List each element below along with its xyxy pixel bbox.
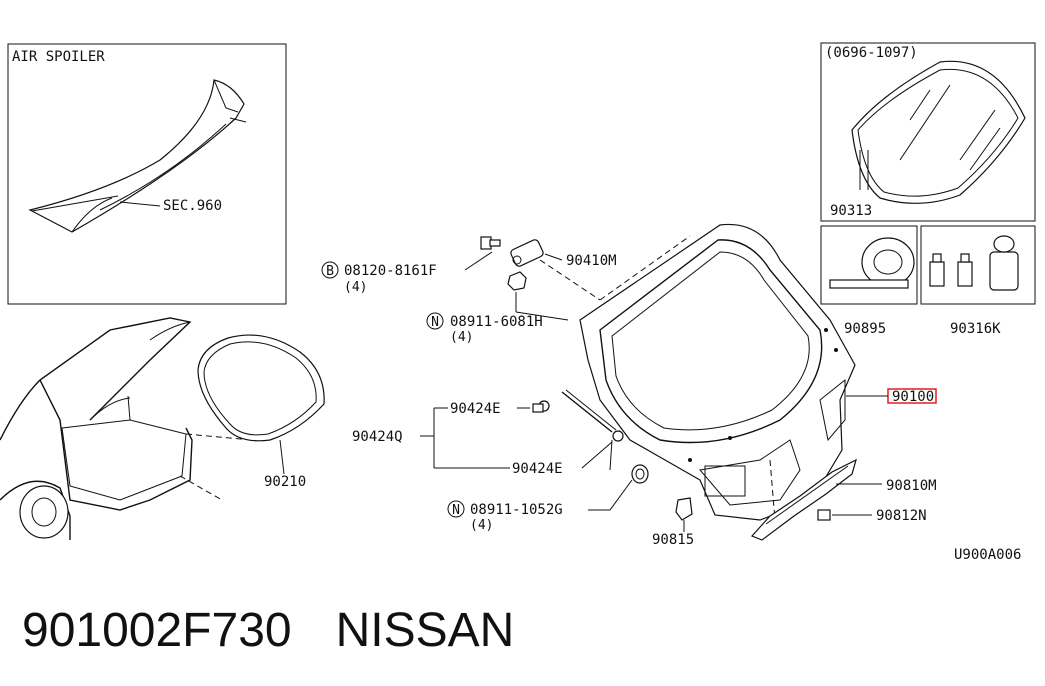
tape-inset: 90895 — [820, 225, 918, 337]
rear-glass-part — [851, 60, 1026, 204]
sealant-cartridge — [989, 251, 1019, 291]
bolt-b-qty: (4) — [344, 280, 367, 295]
p90210-label: 90210 — [264, 474, 306, 490]
back-door-panel — [579, 223, 856, 521]
air-spoiler-part — [28, 79, 247, 233]
primer-bottle-2 — [957, 261, 973, 287]
grommet-part — [631, 464, 649, 484]
finisher-90810m-part — [750, 458, 857, 541]
bolt-b-label: 08120-8161F — [344, 263, 437, 279]
p90100-label: 90100 — [892, 389, 934, 405]
tape-inset-frame — [820, 225, 918, 305]
p90895-label: 90895 — [844, 321, 886, 337]
p90316k-label: 90316K — [950, 321, 1001, 337]
p90410m-label: 90410M — [566, 253, 617, 269]
hinge-bolt-part — [480, 236, 501, 250]
brand-name: NISSAN — [335, 603, 515, 657]
nut-n1-qty: (4) — [450, 330, 473, 345]
air-spoiler-frame — [7, 43, 287, 305]
sealant-inset-frame — [920, 225, 1036, 305]
footer-caption: 901002F730 NISSAN — [22, 598, 514, 662]
air-spoiler-title: AIR SPOILER — [12, 49, 105, 65]
svg-text:N: N — [452, 503, 460, 518]
date-range-label: (0696-1097) — [825, 45, 918, 61]
air-spoiler-inset: AIR SPOILER SEC.960 — [7, 43, 287, 305]
p90424e-bottom-label: 90424E — [512, 461, 563, 477]
nut-symbol-n2 — [447, 500, 465, 518]
sec960-leader — [119, 201, 161, 207]
p90810m-label: 90810M — [886, 478, 937, 494]
bolt-symbol-b — [321, 261, 339, 279]
gas-stay-part — [532, 389, 624, 442]
nut-n2-qty: (4) — [470, 518, 493, 533]
svg-text:B: B — [326, 264, 334, 279]
p90815-label: 90815 — [652, 532, 694, 548]
sealant-inset: 90316K — [920, 225, 1036, 337]
p90424q-label: 90424Q — [352, 429, 403, 445]
clip-90815-part — [675, 497, 693, 521]
tape-roll — [861, 237, 915, 287]
hinge-nut-part — [507, 271, 527, 291]
clip-90812n-part — [817, 509, 831, 521]
nut-n1-label: 08911-6081H — [450, 314, 543, 330]
tape-strip — [829, 279, 909, 289]
svg-text:N: N — [431, 315, 439, 330]
p90812n-label: 90812N — [876, 508, 927, 524]
primer-bottle-1 — [929, 261, 945, 287]
weatherstrip-part — [197, 334, 325, 442]
hinge-part — [510, 239, 544, 267]
p90313-label: 90313 — [830, 203, 872, 219]
p90424e-top-label: 90424E — [450, 401, 501, 417]
license-lamp-recess — [704, 465, 746, 497]
nut-n2-label: 08911-1052G — [470, 502, 563, 518]
rear-wheel — [19, 485, 69, 539]
sec960-label: SEC.960 — [163, 198, 222, 214]
diagram-code: U900A006 — [954, 547, 1021, 563]
car-rear-illustration — [0, 317, 253, 540]
glass-inset-frame — [820, 42, 1036, 222]
glass-inset: (0696-1097) 90313 — [820, 42, 1036, 222]
nut-symbol-n1 — [426, 312, 444, 330]
part-number: 901002F730 — [22, 603, 292, 657]
